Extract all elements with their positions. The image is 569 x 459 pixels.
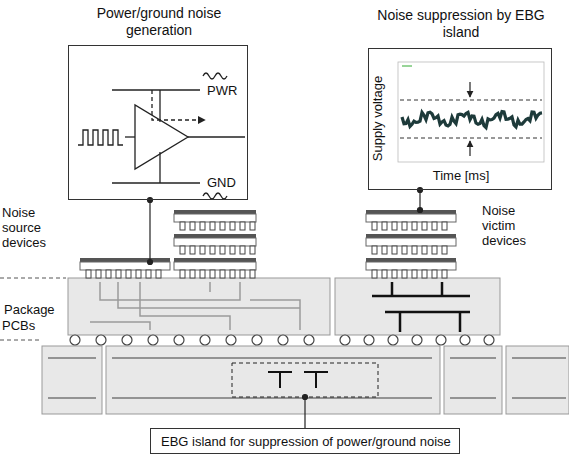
part-label: Noise victim devices <box>482 203 552 248</box>
box-heading: EBG island for suppression of power/grou… <box>161 434 451 449</box>
solder-ball <box>96 335 106 345</box>
solder-ball <box>278 335 288 345</box>
devices <box>80 210 456 278</box>
solder-balls <box>70 335 494 345</box>
solder-ball <box>174 335 184 345</box>
solder-ball <box>200 335 210 345</box>
pwr-rail <box>112 89 200 90</box>
noise-generation-sketch <box>78 73 245 199</box>
gnd-rail <box>112 182 200 183</box>
part-label: Noise source devices <box>2 205 64 250</box>
box-text: PWR <box>205 83 239 98</box>
solder-ball <box>388 335 398 345</box>
die <box>174 234 256 254</box>
solder-ball <box>122 335 132 345</box>
ebg-cell <box>268 372 328 388</box>
part-label: PCBs <box>2 318 35 333</box>
solder-ball <box>70 335 80 345</box>
box-text: GND <box>205 175 238 190</box>
noise-squiggle <box>203 73 227 79</box>
solder-ball <box>252 335 262 345</box>
box-text: Supply voltage <box>370 76 385 161</box>
solder-ball <box>226 335 236 345</box>
solder-ball <box>340 335 350 345</box>
current-path <box>152 90 205 120</box>
layer-separator <box>0 278 66 340</box>
solder-ball <box>460 335 470 345</box>
buffer-triangle <box>135 105 188 169</box>
die <box>366 210 456 230</box>
die <box>366 258 456 278</box>
solder-ball <box>304 335 314 345</box>
die <box>174 258 256 278</box>
solder-ball <box>148 335 158 345</box>
box-text: Time [ms] <box>369 168 553 183</box>
inset-box: Noise suppression by EBG islandSupply vo… <box>368 48 552 190</box>
inset-box: Power/ground noise generationPWRGND <box>68 45 248 200</box>
box-heading: Noise suppression by EBG island <box>369 7 553 41</box>
die <box>174 210 256 230</box>
box-heading: Power/ground noise generation <box>69 5 249 39</box>
part-label: Package <box>4 302 55 317</box>
solder-ball <box>412 335 422 345</box>
die <box>80 258 170 278</box>
die <box>366 234 456 254</box>
package <box>68 278 500 335</box>
solder-ball <box>436 335 446 345</box>
supply-trace <box>402 112 542 128</box>
scope-sketch <box>398 62 544 162</box>
leader-line <box>148 188 423 429</box>
pulse-train <box>78 130 123 145</box>
ebg-region <box>232 363 378 397</box>
solder-ball <box>484 335 494 345</box>
solder-ball <box>364 335 374 345</box>
callout-box: EBG island for suppression of power/grou… <box>150 428 460 454</box>
noise-squiggle <box>203 193 227 199</box>
